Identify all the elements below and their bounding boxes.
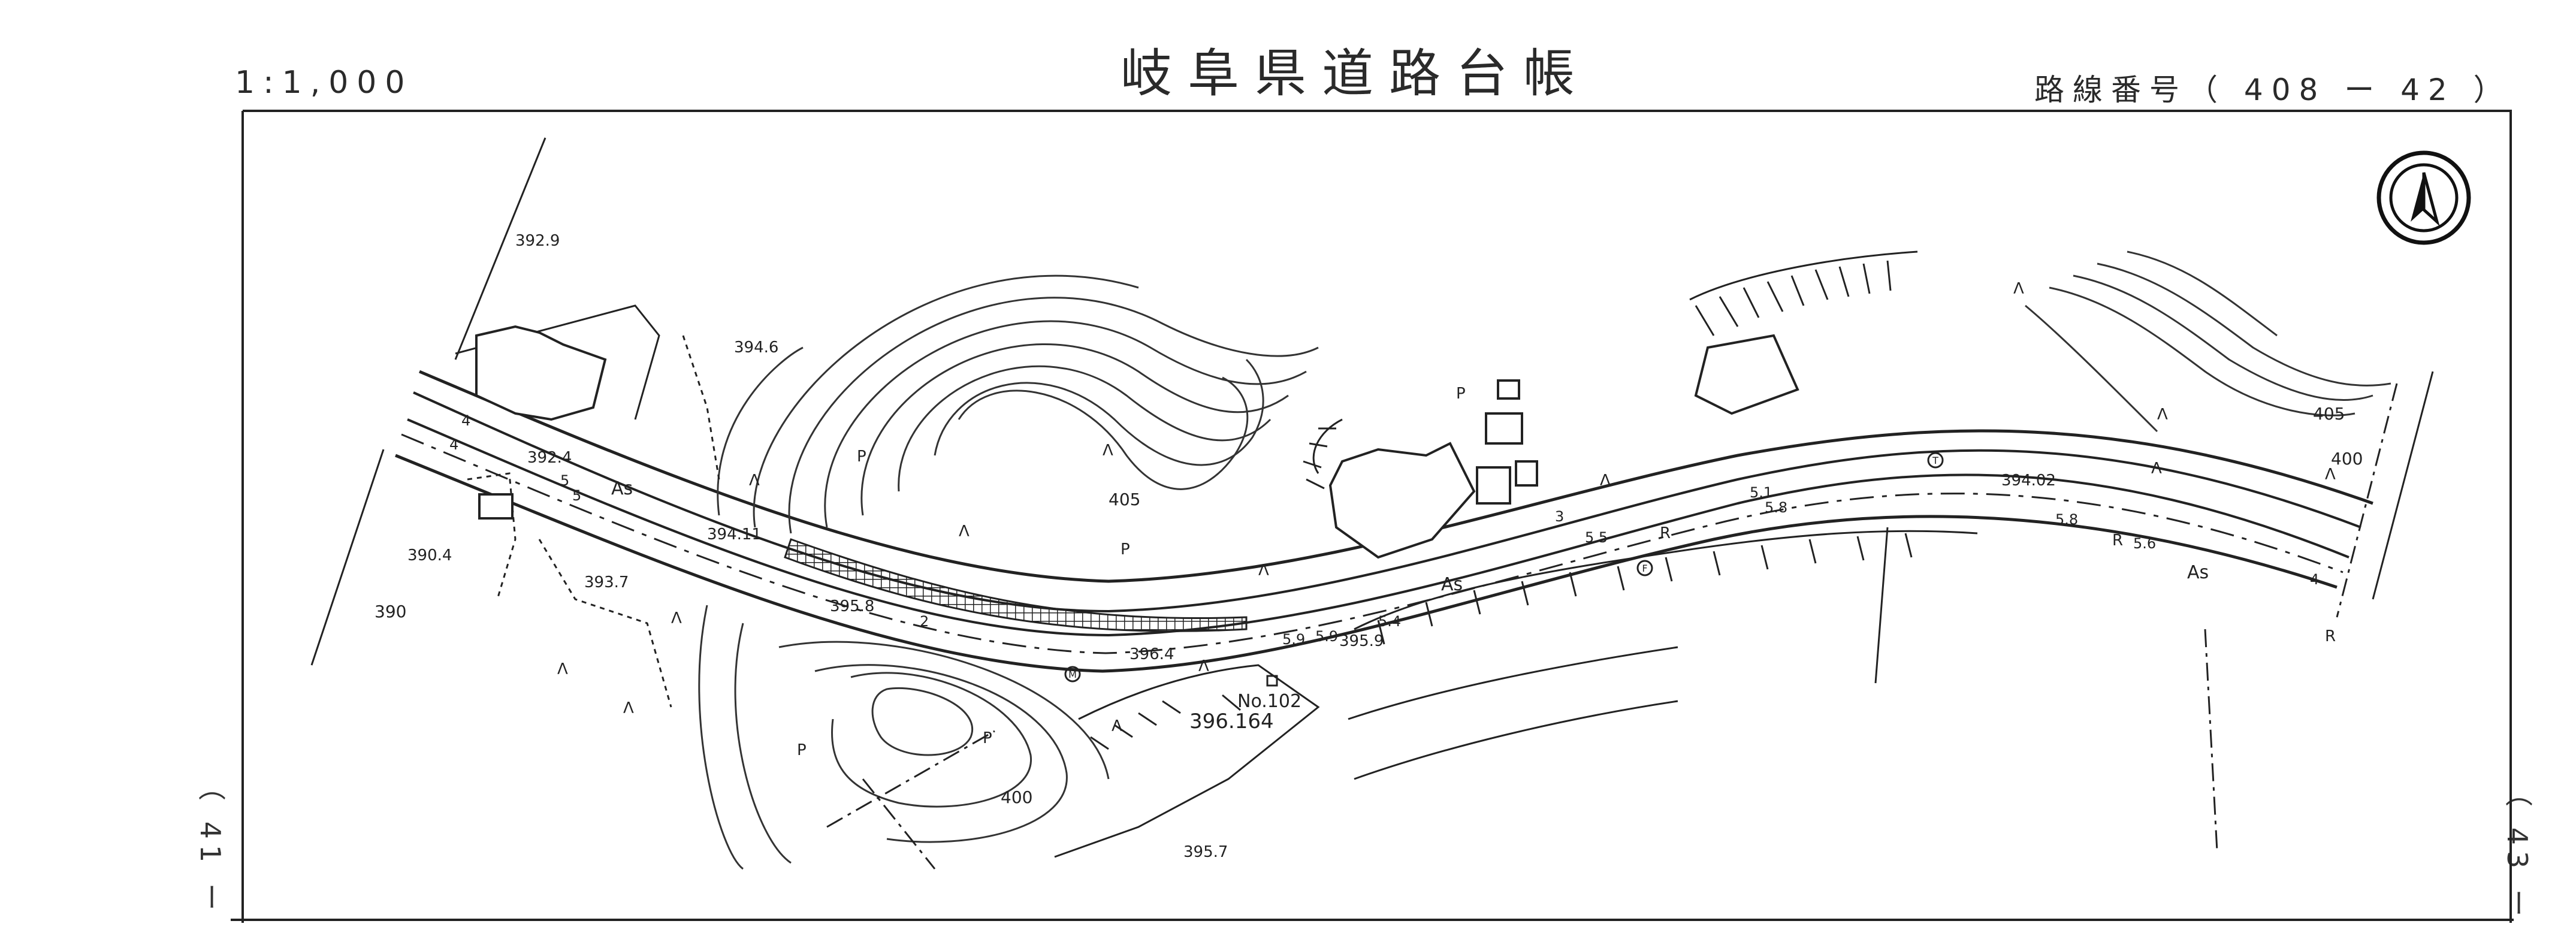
map-symbol: Λ bbox=[2013, 280, 2024, 298]
map-symbol: Λ bbox=[1103, 442, 1113, 460]
map-symbol: Λ bbox=[623, 699, 634, 717]
road-width: 4 bbox=[449, 436, 458, 453]
curb-labels: R R R bbox=[1660, 524, 2336, 645]
spot-elevation: 394.11 bbox=[707, 526, 762, 544]
contour-label: 400 bbox=[1001, 787, 1032, 807]
contours-east bbox=[2025, 250, 2391, 433]
map-symbol: Λ bbox=[1198, 657, 1209, 675]
circle-mark-t: T bbox=[1932, 455, 1938, 466]
station-elevation: 396.164 bbox=[1189, 709, 1274, 733]
road-width: 5 bbox=[560, 472, 569, 489]
road-surface-labels: As As As bbox=[611, 478, 2209, 595]
map-symbol: P bbox=[1121, 541, 1130, 558]
road-width: 5.8 bbox=[1765, 499, 1787, 516]
map-symbol: P bbox=[797, 741, 807, 759]
map-symbol: Λ bbox=[557, 660, 568, 678]
road-width: 2 bbox=[920, 613, 929, 630]
contours-north bbox=[717, 274, 1319, 534]
road-width: 5.9 bbox=[1315, 628, 1338, 645]
map-frame bbox=[231, 110, 2514, 923]
circle-marks bbox=[1064, 452, 1944, 683]
map-scale: 1:1,000 bbox=[235, 65, 413, 101]
map-symbol: Λ bbox=[2325, 466, 2336, 484]
map-symbol: P bbox=[983, 729, 992, 747]
road-surface-label: As bbox=[2187, 562, 2209, 583]
road-surface-label: As bbox=[611, 478, 633, 499]
boundary-lines bbox=[310, 137, 2434, 869]
spot-elevation: 395.7 bbox=[1183, 843, 1228, 861]
map-symbol: Λ bbox=[1258, 561, 1269, 579]
contour-label: 400 bbox=[2331, 449, 2363, 469]
curb-label: R bbox=[1660, 524, 1671, 542]
circle-mark-labels: M F T bbox=[1068, 455, 1938, 680]
station-label: No.102 bbox=[1237, 691, 1301, 712]
contour-label: 390 bbox=[375, 602, 406, 621]
spot-elevation: 392.4 bbox=[527, 449, 572, 467]
vegetation-symbols: P P P P P Λ Λ Λ Λ Λ Λ Λ Λ Λ Λ Λ Λ Λ Λ bbox=[557, 280, 2336, 759]
circle-mark-m: M bbox=[1068, 669, 1077, 680]
spot-elevation: 396.4 bbox=[1130, 645, 1174, 663]
map-symbol: Λ bbox=[2157, 406, 2168, 424]
adjacent-sheet-right: （ 43 ー bbox=[2501, 779, 2533, 923]
map-symbol: P bbox=[857, 448, 866, 466]
spot-elevation: 393.7 bbox=[584, 573, 629, 591]
spot-elevation: 394.02 bbox=[2001, 472, 2056, 490]
buildings bbox=[475, 325, 1799, 559]
road-width: 5 bbox=[572, 487, 581, 504]
spot-elevation: 390.4 bbox=[407, 547, 452, 564]
curb-label: R bbox=[2325, 627, 2336, 645]
slope-hachures bbox=[1054, 250, 1978, 858]
road-surface-label: As bbox=[1441, 574, 1463, 595]
spot-elevation: 394.6 bbox=[734, 339, 778, 357]
circle-mark-f: F bbox=[1642, 563, 1647, 574]
contour-label: 405 bbox=[1109, 490, 1140, 509]
station-marker: No.102 396.164 bbox=[1189, 675, 1301, 733]
road-width: 5.5 bbox=[1585, 529, 1608, 546]
road-width: 4 bbox=[2310, 571, 2319, 588]
contour-labels: 405 400 390 405 400 bbox=[375, 404, 2363, 807]
road-width: 5.1 bbox=[1750, 484, 1772, 501]
spot-elevation: 395.8 bbox=[830, 597, 874, 615]
road-width: 4 bbox=[461, 412, 470, 429]
contour-label: 405 bbox=[2313, 404, 2345, 424]
road-width: 3 bbox=[1555, 508, 1564, 525]
adjacent-sheet-left: （ 41 ー bbox=[194, 773, 227, 917]
route-number: 路線番号（ 408 ー 42 ） bbox=[2034, 73, 2512, 107]
map-symbol: Λ bbox=[671, 609, 682, 627]
map-symbol: Λ bbox=[1600, 472, 1611, 490]
road-width-labels: 4 5 5 4 5.1 5.8 5.5 3 5.9 5.9 5.4 5.8 5.… bbox=[449, 412, 2319, 648]
hatched-slope-band bbox=[784, 538, 1248, 632]
contours-south bbox=[698, 605, 1110, 870]
map-symbol: Λ bbox=[2151, 460, 2162, 478]
map-symbol: P bbox=[1456, 385, 1466, 403]
map-symbol: Λ bbox=[1112, 717, 1122, 735]
page-title: 岐阜県道路台帳 bbox=[1121, 44, 1590, 104]
road-width: 5.8 bbox=[2055, 511, 2078, 528]
curb-label: R bbox=[2112, 532, 2123, 550]
road-centerline bbox=[401, 433, 2344, 654]
map-symbol: Λ bbox=[959, 523, 970, 541]
spot-elevation: 392.9 bbox=[515, 232, 560, 250]
spot-elevation: 395.9 bbox=[1339, 632, 1384, 650]
spot-elevations: 392.9 392.4 390.4 393.7 394.6 394.11 395… bbox=[407, 232, 2056, 861]
road-width: 5.9 bbox=[1282, 631, 1305, 648]
map-symbol: Λ bbox=[749, 472, 760, 490]
road-width: 5.4 bbox=[1378, 613, 1401, 630]
north-arrow-icon bbox=[2376, 150, 2471, 245]
road-width: 5.6 bbox=[2133, 535, 2156, 552]
